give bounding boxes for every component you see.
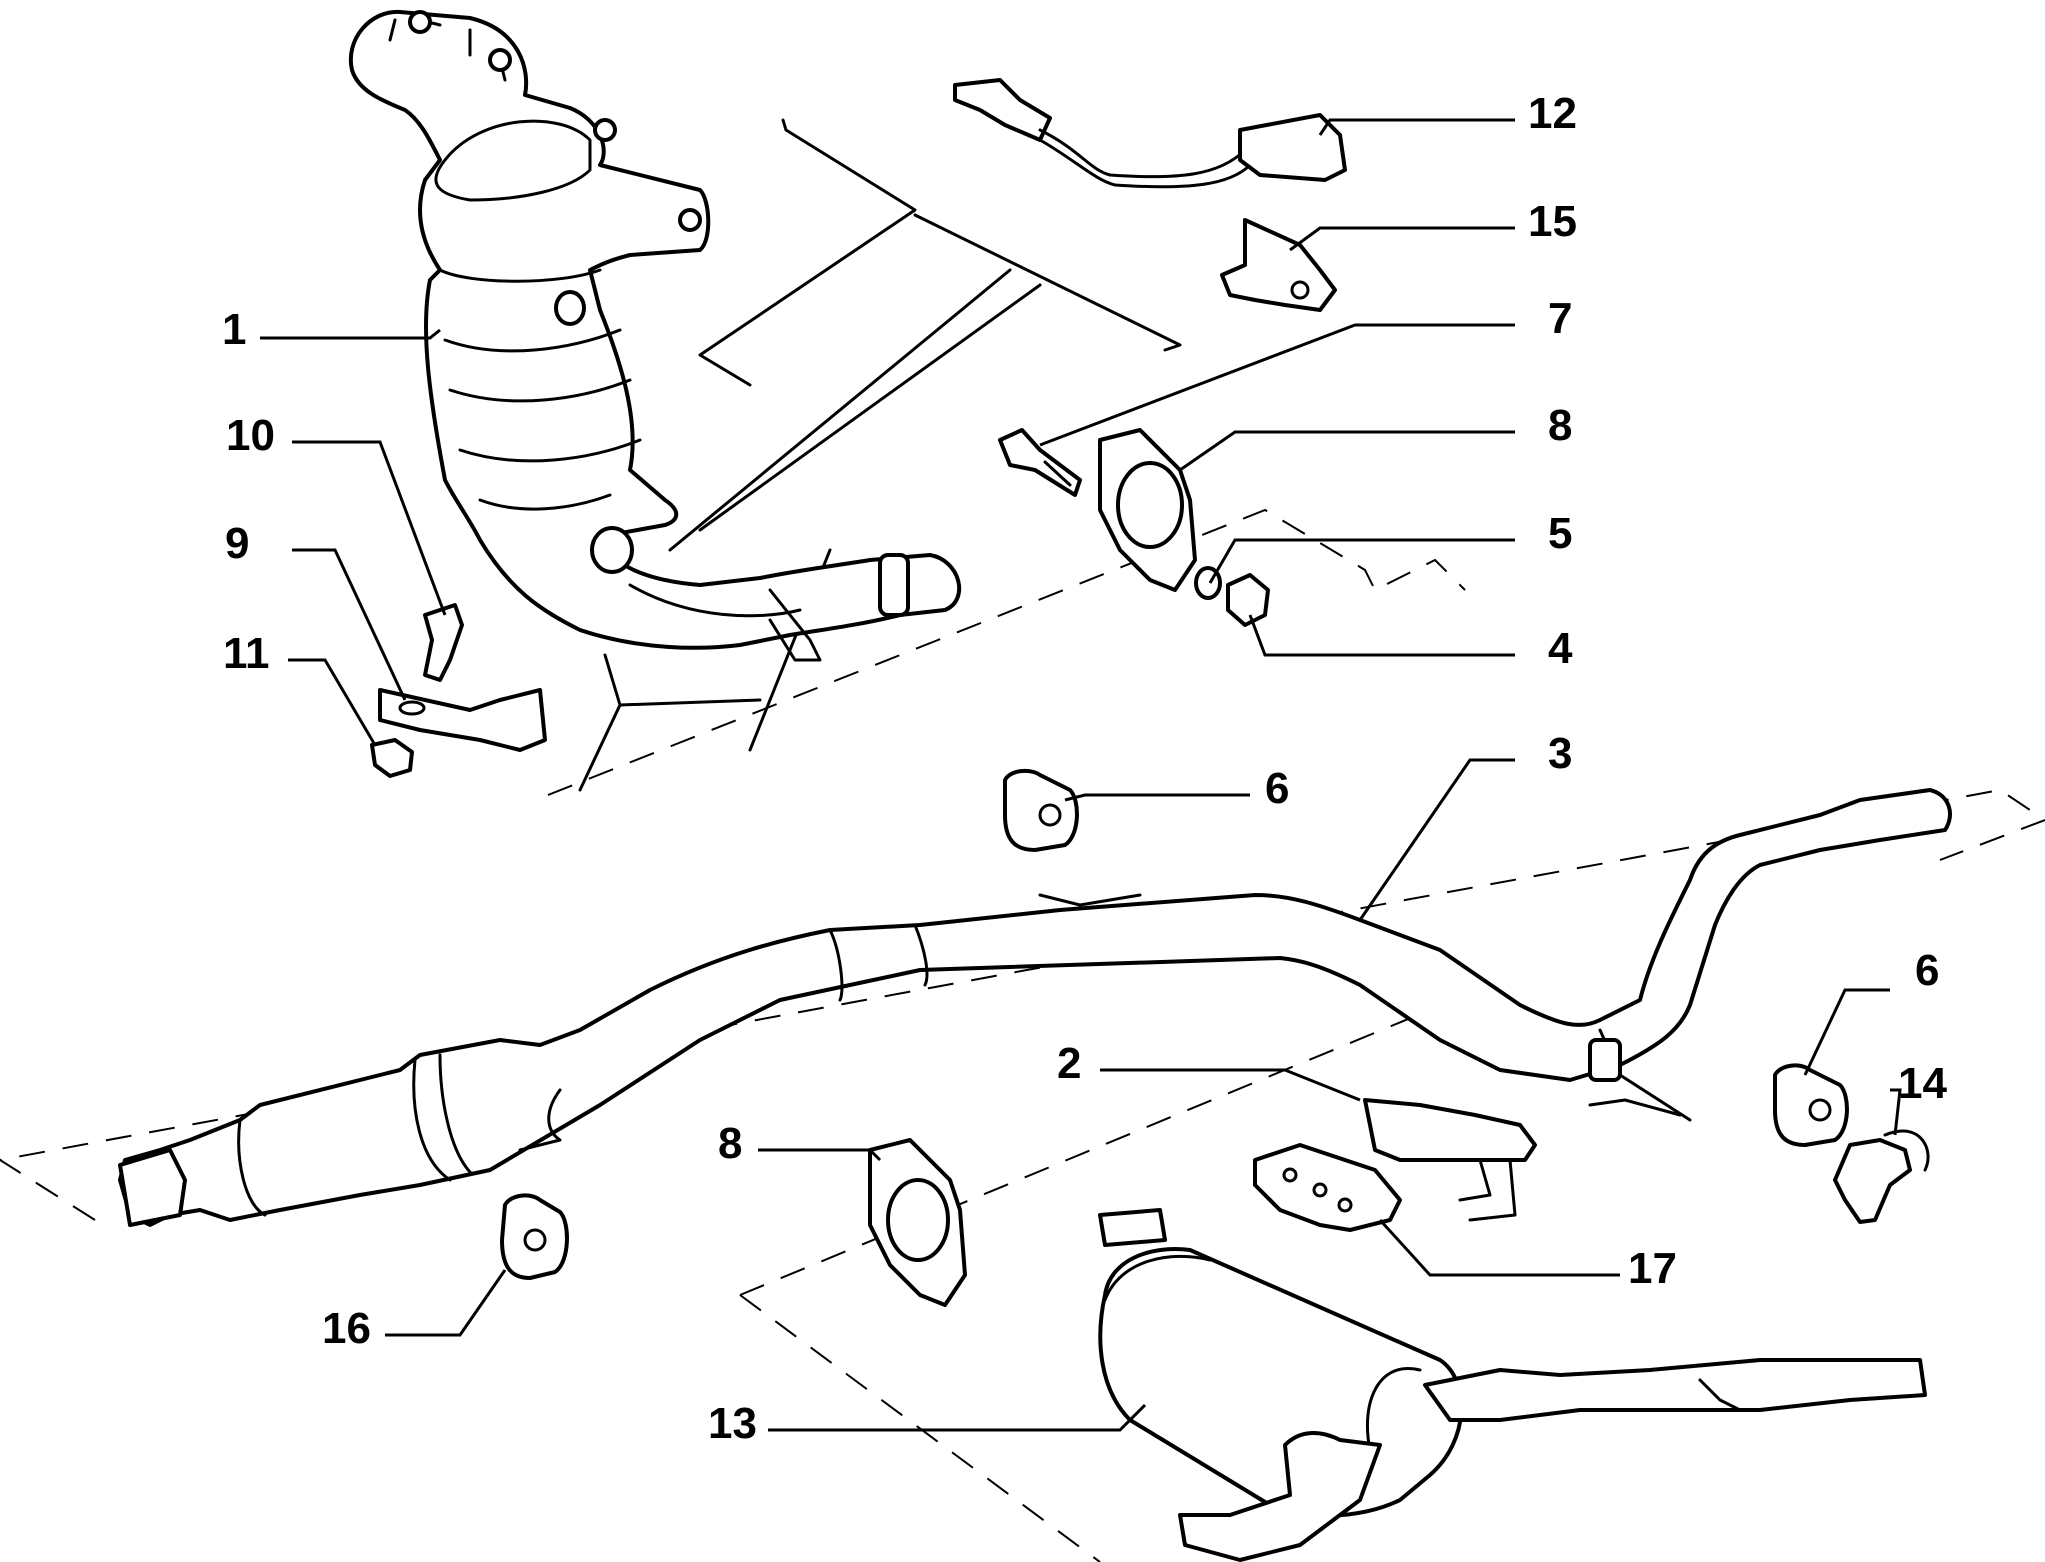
callout-labels: 1 10 9 11 12 15 7 8 5 4 3 6 6 14 2 8 17 … — [222, 89, 1947, 1448]
sensor-bracket — [1220, 218, 1337, 312]
heat-shield-17 — [1253, 1143, 1402, 1232]
rear-muffler — [1098, 1208, 1927, 1562]
callout-17: 17 — [1628, 1244, 1677, 1293]
gasket-8-top — [1098, 428, 1197, 592]
rubber-mount-16 — [500, 1193, 569, 1280]
callout-12: 12 — [1528, 89, 1577, 138]
gasket-8-bottom — [868, 1138, 967, 1307]
bracket-2 — [1363, 1098, 1537, 1222]
nut-4 — [1226, 573, 1270, 627]
intermediate-pipe — [118, 788, 1952, 1227]
callout-7: 7 — [1548, 294, 1572, 343]
callout-11: 11 — [223, 629, 270, 678]
oxygen-sensor — [953, 78, 1347, 189]
callout-13: 13 — [708, 1399, 757, 1448]
bolt-10 — [423, 603, 464, 682]
hanger-bracket-14 — [1833, 1129, 1930, 1224]
callout-4: 4 — [1548, 624, 1573, 673]
callout-9: 9 — [225, 519, 249, 568]
nut-11 — [370, 738, 414, 778]
callout-2: 2 — [1057, 1039, 1081, 1088]
callout-8-bottom: 8 — [718, 1119, 742, 1168]
callout-6-upper: 6 — [1265, 764, 1289, 813]
callout-16: 16 — [322, 1304, 371, 1353]
callout-5: 5 — [1548, 509, 1572, 558]
callout-10: 10 — [226, 411, 275, 460]
callout-8-top: 8 — [1548, 401, 1572, 450]
bracket-9 — [378, 688, 547, 752]
callout-15: 15 — [1528, 197, 1577, 246]
bolt-7 — [998, 428, 1082, 497]
callout-14: 14 — [1898, 1059, 1947, 1108]
leader-lines — [260, 118, 1902, 1432]
manifold-catalytic-converter — [348, 9, 962, 662]
rubber-mount-6-upper — [1003, 768, 1079, 852]
callout-3: 3 — [1548, 729, 1572, 778]
callout-1: 1 — [222, 305, 246, 354]
rubber-mount-6-lower — [1773, 1063, 1849, 1147]
callout-6-lower: 6 — [1915, 946, 1939, 995]
